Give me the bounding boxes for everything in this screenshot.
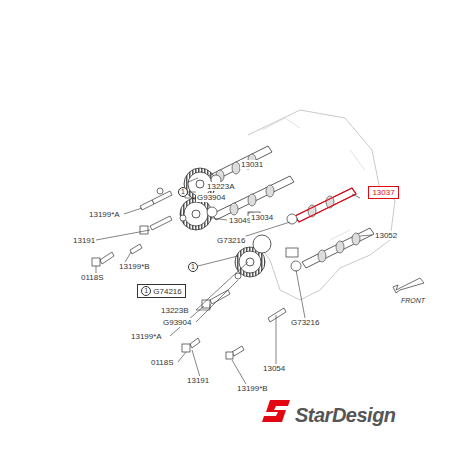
- part-number: G74216: [153, 287, 181, 296]
- part-number: 13191: [186, 376, 210, 385]
- part-number: G93904: [162, 318, 192, 327]
- part-number: 13223B: [160, 306, 190, 315]
- part-number: 13223A: [206, 182, 236, 191]
- part-number: 13034: [250, 213, 274, 222]
- part-number: 13199*A: [130, 332, 163, 341]
- front-arrow-label: FRONT: [400, 296, 426, 305]
- part-number: 0118S: [80, 273, 105, 282]
- part-number: 13199*B: [236, 384, 269, 393]
- part-number: 13037: [372, 188, 394, 197]
- note-circle: 1: [178, 187, 188, 197]
- part-number: 0118S: [150, 358, 175, 367]
- part-number: G73216: [290, 318, 320, 327]
- brand-logo: StarDesign: [294, 404, 397, 426]
- note-box: 1G74216: [137, 284, 186, 298]
- part-number: 13031: [240, 160, 264, 169]
- part-number: 13052: [374, 231, 398, 240]
- part-number: 13191: [72, 236, 96, 245]
- note-circle: 1: [141, 286, 151, 296]
- highlight-box: 13037: [368, 186, 399, 199]
- part-number: 13054: [262, 364, 286, 373]
- part-number: 13199*B: [118, 262, 151, 271]
- part-number: 13049: [228, 216, 252, 225]
- note-circle: 1: [188, 262, 198, 272]
- part-number: G73216: [216, 236, 246, 245]
- part-number: 13199*A: [88, 210, 121, 219]
- part-number: G93904: [196, 193, 226, 202]
